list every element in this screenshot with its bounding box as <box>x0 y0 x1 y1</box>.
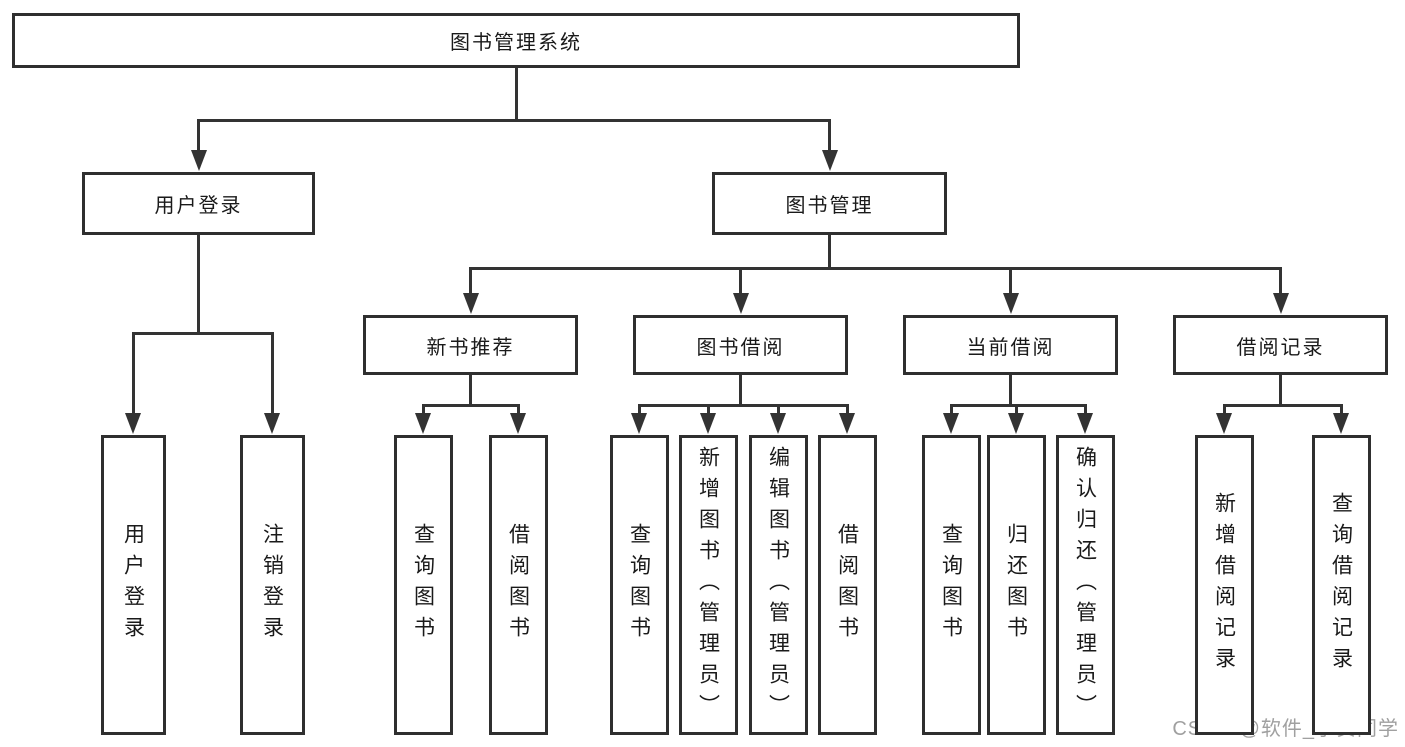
node-leaf-nb-query: 查询图书 <box>393 435 453 735</box>
node-leaf-bb-add: 新增图书（管理员） <box>678 435 738 735</box>
node-book-borrow: 图书借阅 <box>633 315 848 375</box>
node-leaf-cb-confirm: 确认归还（管理员） <box>1055 435 1115 735</box>
node-label-leaf-nb-query: 查询图书 <box>411 523 435 647</box>
arrow-down-leaf-nb-borrow <box>510 413 526 434</box>
connector-stem-current-borrow <box>1009 375 1012 407</box>
connector-drop-book-mgmt <box>828 120 831 155</box>
node-leaf-cb-query: 查询图书 <box>921 435 981 735</box>
arrow-down-leaf-cb-query <box>943 413 959 434</box>
node-user-login: 用户登录 <box>82 172 315 235</box>
node-label-leaf-bb-query: 查询图书 <box>627 523 651 647</box>
node-leaf-bb-edit: 编辑图书（管理员） <box>748 435 808 735</box>
connector-drop-user-login <box>197 120 200 155</box>
node-label-leaf-logout: 注销登录 <box>260 523 284 647</box>
node-leaf-logout: 注销登录 <box>239 435 305 735</box>
connector-stem-book-mgmt <box>828 235 831 270</box>
connector-split-root <box>197 118 831 122</box>
node-label-current-borrow: 当前借阅 <box>966 336 1055 359</box>
node-label-borrow-record: 借阅记录 <box>1236 336 1325 359</box>
connector-stem-root <box>514 68 518 122</box>
connector-drop-borrow-record <box>1279 268 1282 298</box>
node-leaf-br-query: 查询借阅记录 <box>1311 435 1371 735</box>
node-label-leaf-bb-add: 新增图书（管理员） <box>696 445 720 725</box>
node-leaf-bb-borrow: 借阅图书 <box>817 435 877 735</box>
arrow-down-user-login <box>190 150 207 171</box>
node-leaf-br-add: 新增借阅记录 <box>1194 435 1254 735</box>
connector-split-current-borrow <box>949 403 1087 407</box>
arrow-down-book-mgmt <box>821 150 838 171</box>
connector-drop-leaf-bb-edit <box>776 405 780 418</box>
node-label-new-book: 新书推荐 <box>426 336 515 359</box>
arrow-down-leaf-bb-borrow <box>839 413 855 434</box>
connector-drop-leaf-bb-query <box>637 405 641 418</box>
node-leaf-user-login: 用户登录 <box>100 435 166 735</box>
node-book-mgmt: 图书管理 <box>712 172 947 235</box>
node-label-leaf-cb-return: 归还图书 <box>1004 523 1028 647</box>
connector-drop-leaf-user-login <box>131 333 135 418</box>
arrow-down-leaf-cb-return <box>1008 413 1024 434</box>
connector-drop-leaf-bb-add <box>706 405 710 418</box>
arrow-down-current-borrow <box>1002 293 1019 314</box>
arrow-down-leaf-bb-query <box>631 413 647 434</box>
connector-drop-new-book <box>469 268 472 298</box>
connector-stem-user-login <box>197 235 200 335</box>
connector-drop-book-borrow <box>739 268 742 298</box>
node-label-root: 图书管理系统 <box>450 32 582 54</box>
connector-stem-book-borrow <box>739 375 742 407</box>
connector-split-borrow-record <box>1222 403 1343 407</box>
node-label-leaf-br-query: 查询借阅记录 <box>1329 492 1353 678</box>
node-label-book-borrow: 图书借阅 <box>696 336 785 359</box>
arrow-down-leaf-bb-edit <box>770 413 786 434</box>
connector-split-book-borrow <box>637 403 849 407</box>
connector-stem-new-book <box>469 375 472 407</box>
node-label-leaf-cb-confirm: 确认归还（管理员） <box>1073 445 1097 725</box>
connector-drop-leaf-br-query <box>1339 405 1343 418</box>
node-root: 图书管理系统 <box>12 13 1020 68</box>
connector-split-user-login <box>131 331 274 335</box>
node-new-book: 新书推荐 <box>363 315 578 375</box>
connector-stem-borrow-record <box>1279 375 1282 407</box>
node-label-user-login: 用户登录 <box>154 195 243 217</box>
node-leaf-bb-query: 查询图书 <box>609 435 669 735</box>
connector-drop-leaf-br-add <box>1222 405 1226 418</box>
connector-drop-leaf-cb-return <box>1014 405 1018 418</box>
node-leaf-cb-return: 归还图书 <box>986 435 1046 735</box>
connector-drop-leaf-bb-borrow <box>845 405 849 418</box>
connector-drop-leaf-cb-confirm <box>1083 405 1087 418</box>
arrow-down-leaf-nb-query <box>415 413 431 434</box>
arrow-down-leaf-bb-add <box>700 413 716 434</box>
node-label-leaf-user-login: 用户登录 <box>121 523 145 647</box>
connector-drop-leaf-nb-query <box>421 405 425 418</box>
node-label-leaf-cb-query: 查询图书 <box>939 523 963 647</box>
arrow-down-leaf-br-add <box>1216 413 1232 434</box>
node-current-borrow: 当前借阅 <box>903 315 1118 375</box>
node-label-book-mgmt: 图书管理 <box>785 195 874 217</box>
connector-drop-current-borrow <box>1009 268 1012 298</box>
connector-drop-leaf-logout <box>270 333 274 418</box>
node-label-leaf-nb-borrow: 借阅图书 <box>506 523 530 647</box>
node-label-leaf-bb-edit: 编辑图书（管理员） <box>766 445 790 725</box>
connector-drop-leaf-nb-borrow <box>516 405 520 418</box>
connector-split-new-book <box>421 403 520 407</box>
connector-split-book-mgmt <box>469 266 1282 270</box>
arrow-down-new-book <box>462 293 479 314</box>
node-label-leaf-bb-borrow: 借阅图书 <box>835 523 859 647</box>
arrow-down-leaf-logout <box>264 413 280 434</box>
arrow-down-leaf-br-query <box>1333 413 1349 434</box>
arrow-down-leaf-cb-confirm <box>1077 413 1093 434</box>
node-borrow-record: 借阅记录 <box>1173 315 1388 375</box>
arrow-down-book-borrow <box>732 293 749 314</box>
node-label-leaf-br-add: 新增借阅记录 <box>1212 492 1236 678</box>
connector-drop-leaf-cb-query <box>949 405 953 418</box>
arrow-down-borrow-record <box>1272 293 1289 314</box>
arrow-down-leaf-user-login <box>125 413 141 434</box>
node-leaf-nb-borrow: 借阅图书 <box>488 435 548 735</box>
